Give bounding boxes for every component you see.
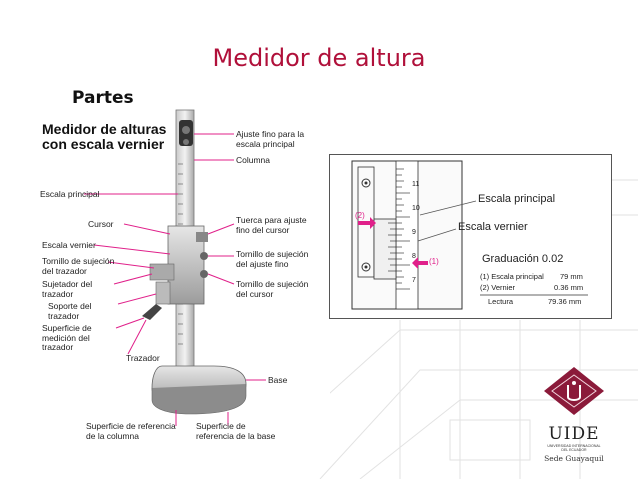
detail-label-escala-vernier: Escala vernier [458,221,528,233]
label-tornillo-trazador: Tornillo de sujeción del trazador [42,256,115,276]
label-superficie-medicion-line2: medición del [42,332,90,343]
label-superficie-medicion: Superficie de medición del trazador [42,323,92,353]
logo-name: UIDE [548,424,600,444]
label-tornillo-ajuste-line2: del ajuste fino [236,258,289,269]
label-sujetador-line2: trazador [42,288,74,299]
label-ajuste-fino-line1: Ajuste fino para la [236,129,305,139]
vernier-scale-drawing [351,160,588,310]
label-soporte-line2: trazador [48,310,80,321]
vernier-detail-figure: 11 10 9 8 7 (2) (1) Escala principal Esc… [329,154,612,319]
scale-numbers: 11 10 9 8 7 [412,173,420,293]
label-superficie-medicion-line1: Superficie de [42,323,92,333]
label-soporte-line1: Soporte del [48,301,92,311]
label-sup-columna-line1: Superficie de referencia [86,421,176,431]
label-soporte: Soporte del trazador [48,301,92,321]
label-tornillo-ajuste-line1: Tornillo de sujeción [236,249,309,259]
logo-sede: Sede Guayaquil [544,454,604,463]
height-gauge-drawing [84,109,266,426]
label-ajuste-fino-line2: escala principal [236,138,295,149]
marker-2: (2) [355,211,365,220]
label-columna: Columna [236,155,271,165]
figure-heading-line2: con escala vernier [42,136,165,152]
scale-number-7: 7 [412,277,416,284]
reading-row2-label: (2) Vernier [480,283,516,292]
label-tuerca-line1: Tuerca para ajuste [236,215,307,225]
slide-subtitle: Partes [72,88,134,108]
label-tornillo-ajuste: Tornillo de sujeción del ajuste fino [236,249,309,269]
label-tornillo-trazador-line2: del trazador [42,265,87,276]
label-sujetador: Sujetador del trazador [42,279,93,299]
scale-number-11: 11 [412,181,420,188]
label-sup-base-line2: referencia de la base [196,430,276,441]
label-base: Base [268,375,288,385]
reading-row3-value: 79.36 mm [548,297,582,306]
label-trazador: Trazador [126,353,160,363]
label-sujetador-line1: Sujetador del [42,279,93,289]
detail-label-escala-principal: Escala principal [478,193,556,205]
label-ajuste-fino: Ajuste fino para la escala principal [236,129,305,149]
reading-row2-value: 0.36 mm [554,283,584,292]
uide-logo: UIDE UNIVERSIDAD INTERNACIONAL DEL ECUAD… [538,365,610,475]
scale-number-8: 8 [412,253,416,260]
label-escala-principal: Escala principal [40,189,100,199]
marker-1: (1) [429,257,439,266]
label-tornillo-trazador-line1: Tornillo de sujeción [42,256,115,266]
label-tornillo-cursor-line2: del cursor [236,288,274,299]
label-tuerca: Tuerca para ajuste fino del cursor [236,215,307,235]
figure-heading: Medidor de alturas con escala vernier [42,122,166,152]
label-sup-base-line1: Superficie de [196,421,246,431]
label-tuerca-line2: fino del cursor [236,224,290,235]
reading-row3-label: Lectura [488,297,514,306]
label-superficie-medicion-line3: trazador [42,342,74,352]
uide-emblem-icon [544,367,604,415]
label-sup-columna: Superficie de referencia de la columna [86,421,176,441]
logo-tagline: UNIVERSIDAD INTERNACIONAL DEL ECUADOR [547,444,601,452]
slide-title: Medidor de altura [212,44,426,72]
figure-heading-line1: Medidor de alturas [42,121,167,137]
label-tornillo-cursor: Tornillo de sujeción del cursor [236,279,309,299]
label-cursor: Cursor [88,219,114,229]
scale-number-10: 10 [412,205,420,212]
reading-row1-value: 79 mm [560,272,583,281]
reading-row1-label: (1) Escala principal [480,272,544,281]
scale-number-9: 9 [412,229,416,236]
graduacion-label: Graduación 0.02 [482,253,564,265]
label-escala-vernier: Escala vernier [42,240,96,250]
label-sup-columna-line2: de la columna [86,430,139,441]
height-gauge-figure: Medidor de alturas con escala vernier [38,104,330,452]
label-sup-base: Superficie de referencia de la base [196,421,276,441]
label-tornillo-cursor-line1: Tornillo de sujeción [236,279,309,289]
